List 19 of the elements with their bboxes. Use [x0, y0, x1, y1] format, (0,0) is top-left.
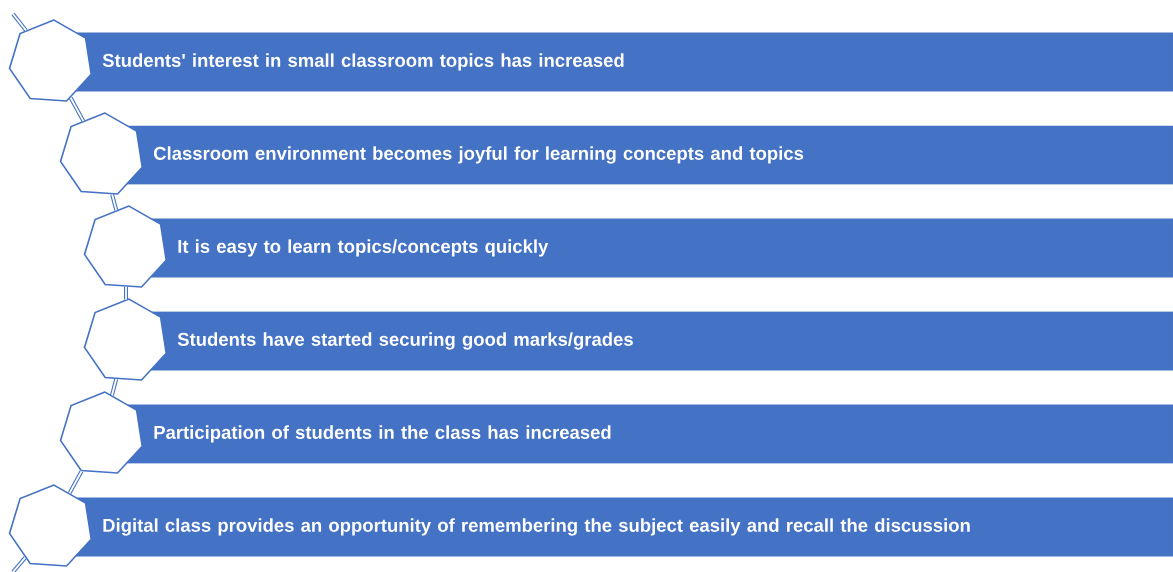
- text-band: Classroom environment becomes joyful for learning concepts and topics: [124, 125, 1173, 185]
- text-band: Participation of students in the class has increased: [124, 404, 1173, 464]
- double-line: [68, 96, 86, 122]
- heptagon: [83, 205, 168, 288]
- text-band: Students' interest in small classroom topics has increased: [73, 32, 1173, 92]
- text-band: Students have started securing good marks/grades: [148, 311, 1173, 371]
- heptagon: [8, 484, 93, 567]
- text-band: It is easy to learn topics/concepts quickly: [148, 218, 1173, 278]
- heptagon: [83, 298, 168, 381]
- double-line: [110, 378, 119, 397]
- double-line: [67, 470, 84, 495]
- heptagon: [59, 391, 144, 474]
- heptagon: [59, 112, 144, 195]
- double-line: [11, 556, 27, 572]
- double-line: [124, 285, 128, 301]
- double-line: [110, 193, 119, 212]
- double-line: [11, 12, 28, 32]
- text-band: Digital class provides an opportunity of remembering the subject easily and recall the discussion: [73, 497, 1173, 557]
- heptagon: [8, 19, 93, 102]
